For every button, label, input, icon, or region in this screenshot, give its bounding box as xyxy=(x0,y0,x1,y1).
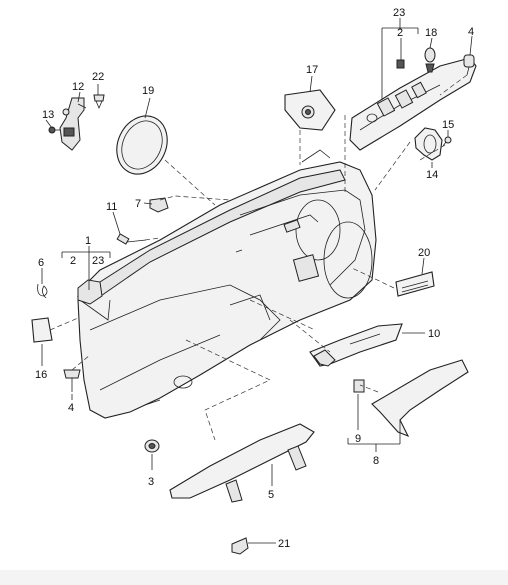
clip-part-9 xyxy=(353,379,365,393)
callout-21: 21 xyxy=(278,538,290,550)
clip-part-18 xyxy=(424,47,436,73)
callout-2-left: 2 xyxy=(70,255,76,267)
callout-3: 3 xyxy=(148,476,154,488)
callout-4-top: 4 xyxy=(468,26,474,38)
callout-13: 13 xyxy=(42,109,54,121)
clip-part-2-top xyxy=(396,59,405,69)
mirror-cover-part-17 xyxy=(284,89,336,131)
screw-part-4-bottom xyxy=(63,369,81,392)
clip-part-22 xyxy=(93,94,105,110)
callout-5: 5 xyxy=(268,489,274,501)
tweeter-part-14 xyxy=(414,127,443,161)
callout-18: 18 xyxy=(425,27,437,39)
callout-7: 7 xyxy=(135,198,141,210)
handle-mechanism-part-12 xyxy=(59,97,87,151)
speaker-ring-part-19 xyxy=(116,115,168,175)
screw-part-13 xyxy=(48,126,60,134)
callout-14: 14 xyxy=(426,169,438,181)
callout-1: 1 xyxy=(85,235,91,247)
spring-clip-part-6 xyxy=(37,283,48,299)
grommet-part-3 xyxy=(144,439,160,453)
callout-23-left: 23 xyxy=(92,255,104,267)
screw-part-15 xyxy=(442,136,452,147)
clip-part-21 xyxy=(231,537,249,555)
callout-16: 16 xyxy=(35,369,47,381)
callout-8: 8 xyxy=(373,455,379,467)
door-panel xyxy=(76,149,377,419)
callout-4-bottom: 4 xyxy=(68,402,74,414)
bolt-part-11 xyxy=(116,233,147,245)
bottom-bar xyxy=(0,570,508,585)
callout-23-top: 23 xyxy=(393,7,405,19)
leader-lines xyxy=(41,18,473,544)
callout-15: 15 xyxy=(442,119,454,131)
callout-6: 6 xyxy=(38,257,44,269)
pad-part-16 xyxy=(31,317,53,343)
assembly-lines xyxy=(49,74,468,441)
upper-trim-panel xyxy=(349,57,477,151)
callout-2-top: 2 xyxy=(397,27,403,39)
callout-19: 19 xyxy=(142,85,154,97)
callout-10: 10 xyxy=(428,328,440,340)
grille-part-20 xyxy=(395,271,435,297)
pull-handle-part-10 xyxy=(309,323,403,367)
callout-labels: 1 2 23 23 2 3 4 4 5 6 7 8 9 10 11 12 13 … xyxy=(35,7,474,550)
callout-11: 11 xyxy=(106,201,117,213)
armrest-trim-part-8 xyxy=(371,359,469,438)
screw-part-4-top xyxy=(463,54,475,76)
callout-17: 17 xyxy=(306,64,318,76)
callout-12: 12 xyxy=(72,81,84,93)
callout-9: 9 xyxy=(355,433,361,445)
callout-22: 22 xyxy=(92,71,104,83)
armrest-part-5 xyxy=(169,423,315,503)
clip-part-7 xyxy=(149,197,169,213)
callout-20: 20 xyxy=(418,247,430,259)
